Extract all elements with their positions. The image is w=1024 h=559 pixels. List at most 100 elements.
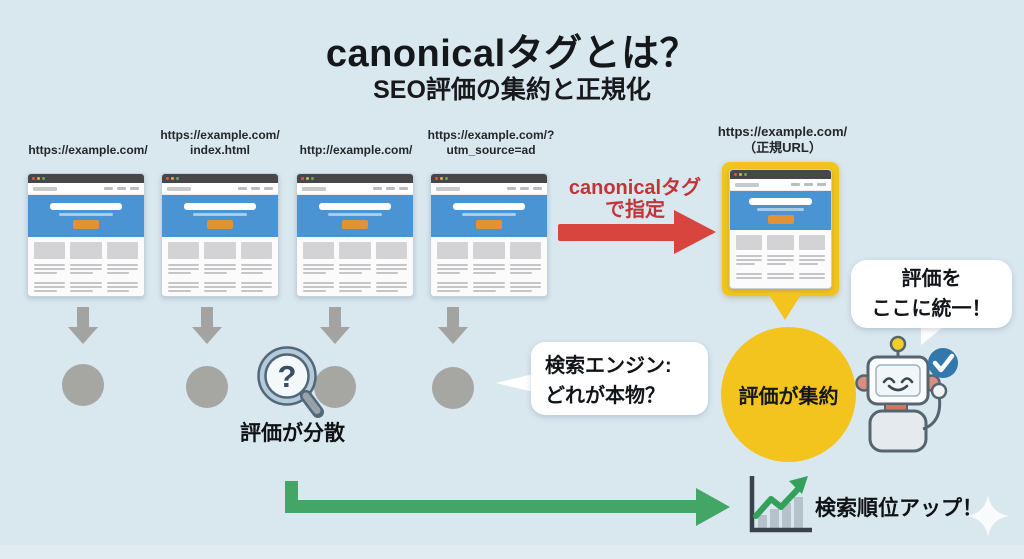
image-placeholder bbox=[736, 235, 763, 250]
image-placeholder bbox=[767, 235, 794, 250]
minimize-dot-icon bbox=[739, 173, 742, 176]
url-label: https://example.com/? utm_source=ad bbox=[427, 128, 555, 157]
close-dot-icon bbox=[32, 177, 35, 180]
magnifier-icon: ? bbox=[257, 346, 324, 418]
footer-strip bbox=[0, 545, 1024, 559]
search-bar-placeholder bbox=[184, 203, 256, 210]
canonical-arrow-label: canonicalタグ で指定 bbox=[568, 177, 702, 221]
browser-titlebar bbox=[431, 174, 547, 183]
logo-placeholder bbox=[436, 186, 460, 191]
image-placeholder bbox=[106, 242, 138, 259]
browser-window bbox=[430, 173, 548, 297]
canonical-arrowhead-icon bbox=[674, 210, 716, 254]
cta-button-placeholder bbox=[476, 220, 502, 229]
close-dot-icon bbox=[734, 173, 737, 176]
browser-titlebar bbox=[297, 174, 413, 183]
image-placeholder bbox=[70, 242, 102, 259]
logo-placeholder bbox=[302, 186, 326, 191]
nav-link-placeholder bbox=[117, 187, 126, 190]
browser-titlebar bbox=[28, 174, 144, 183]
dispersed-label: 評価が分散 bbox=[240, 422, 345, 445]
check-icon bbox=[928, 348, 958, 378]
nav-bar-placeholder bbox=[297, 183, 413, 195]
robot-icon bbox=[855, 335, 958, 453]
image-placeholder bbox=[339, 242, 371, 259]
antenna-icon bbox=[889, 335, 907, 353]
canonical-browser-window bbox=[729, 169, 832, 289]
canonical-url-label: https://example.com/ （正規URL） bbox=[717, 123, 848, 155]
text-line-placeholder bbox=[59, 213, 113, 216]
close-dot-icon bbox=[166, 177, 169, 180]
chart-icon bbox=[749, 476, 812, 533]
hero-section-placeholder bbox=[28, 195, 144, 237]
nav-bar-placeholder bbox=[730, 179, 831, 191]
hero-section-placeholder bbox=[297, 195, 413, 237]
close-dot-icon bbox=[435, 177, 438, 180]
bubble-tail bbox=[496, 374, 533, 392]
url-label: http://example.com/ bbox=[299, 143, 413, 157]
maximize-dot-icon bbox=[744, 173, 747, 176]
sparkle-icon bbox=[967, 495, 1009, 537]
cta-button-placeholder bbox=[73, 220, 99, 229]
search-engine-bubble: 検索エンジン: どれが本物？ bbox=[531, 342, 708, 415]
minimize-dot-icon bbox=[440, 177, 443, 180]
evaluation-dot bbox=[62, 364, 104, 406]
url-label: https://example.com/ bbox=[28, 143, 148, 157]
image-placeholder bbox=[240, 242, 272, 259]
cta-button-placeholder bbox=[342, 220, 368, 229]
aggregated-circle: 評価が集約 bbox=[721, 327, 856, 462]
cta-button-placeholder bbox=[767, 214, 794, 224]
image-placeholder bbox=[798, 235, 825, 250]
nav-bar-placeholder bbox=[431, 183, 547, 195]
hero-section-placeholder bbox=[431, 195, 547, 237]
evaluation-dot bbox=[432, 367, 474, 409]
image-placeholder bbox=[473, 242, 505, 259]
minimize-dot-icon bbox=[306, 177, 309, 180]
browser-titlebar bbox=[730, 170, 831, 179]
maximize-dot-icon bbox=[176, 177, 179, 180]
down-arrow-icon bbox=[68, 307, 98, 344]
canonical-frame bbox=[722, 162, 839, 296]
image-placeholder bbox=[34, 242, 66, 259]
bubble-tail bbox=[921, 324, 947, 345]
image-placeholder bbox=[168, 242, 200, 259]
question-mark: ? bbox=[278, 359, 297, 394]
search-bar-placeholder bbox=[749, 197, 812, 205]
down-arrow-icon bbox=[438, 307, 468, 344]
logo-placeholder bbox=[33, 186, 57, 191]
canonical-arrow-icon bbox=[558, 224, 678, 241]
minimize-dot-icon bbox=[171, 177, 174, 180]
image-placeholder bbox=[437, 242, 469, 259]
maximize-dot-icon bbox=[311, 177, 314, 180]
evaluation-dot bbox=[314, 366, 356, 408]
green-arrowhead-icon bbox=[696, 488, 730, 526]
browser-titlebar bbox=[162, 174, 278, 183]
logo-placeholder bbox=[735, 182, 759, 187]
page-title: canonicalタグとは？ bbox=[325, 33, 699, 75]
down-arrow-icon bbox=[320, 307, 350, 344]
nav-bar-placeholder bbox=[162, 183, 278, 195]
image-placeholder bbox=[303, 242, 335, 259]
content-placeholder bbox=[28, 237, 144, 296]
nav-bar-placeholder bbox=[28, 183, 144, 195]
logo-placeholder bbox=[167, 186, 191, 191]
browser-window bbox=[27, 173, 145, 297]
ranking-label: 検索順位アップ！ bbox=[815, 497, 983, 520]
nav-link-placeholder bbox=[104, 187, 113, 190]
hero-section-placeholder bbox=[730, 191, 831, 230]
image-placeholder bbox=[509, 242, 541, 259]
close-dot-icon bbox=[301, 177, 304, 180]
maximize-dot-icon bbox=[42, 177, 45, 180]
image-placeholder bbox=[375, 242, 407, 259]
nav-link-placeholder bbox=[130, 187, 139, 190]
evaluation-dot bbox=[186, 366, 228, 408]
content-placeholder bbox=[431, 237, 547, 296]
search-bar-placeholder bbox=[319, 203, 391, 210]
hero-section-placeholder bbox=[162, 195, 278, 237]
search-bar-placeholder bbox=[50, 203, 122, 210]
aggregated-label: 評価が集約 bbox=[738, 386, 839, 408]
content-placeholder bbox=[297, 237, 413, 296]
down-arrow-icon bbox=[192, 307, 222, 344]
content-placeholder bbox=[162, 237, 278, 296]
